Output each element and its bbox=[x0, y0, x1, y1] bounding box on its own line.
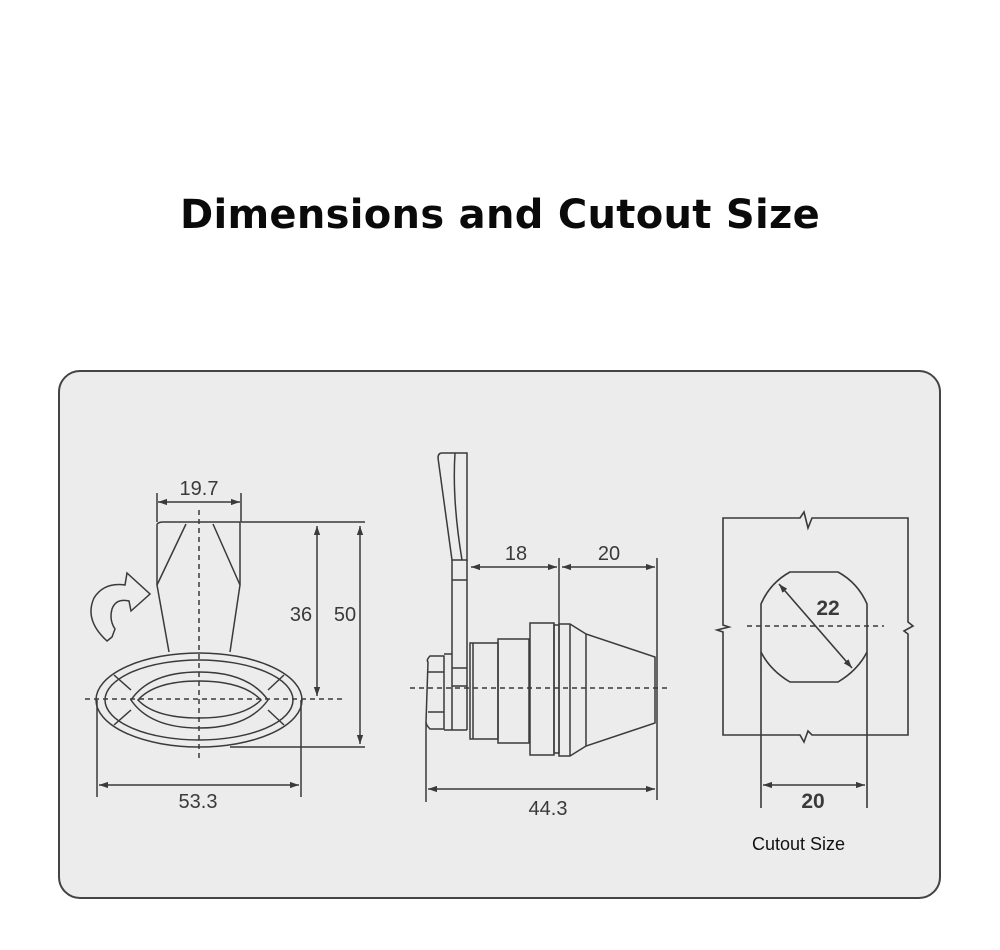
dim-total-length: 44.3 bbox=[529, 798, 568, 820]
dim-diameter: 22 bbox=[816, 597, 839, 620]
dim-handle-height: 36 bbox=[290, 604, 312, 626]
dim-front-length: 18 bbox=[505, 543, 527, 565]
dim-head-width: 19.7 bbox=[180, 478, 219, 500]
cutout-caption: Cutout Size bbox=[752, 834, 846, 854]
dim-rear-length: 20 bbox=[598, 543, 620, 565]
dim-total-width: 53.3 bbox=[179, 791, 218, 813]
cutout-view bbox=[714, 510, 915, 808]
dim-flat-width: 20 bbox=[801, 790, 824, 813]
dim-total-height: 50 bbox=[334, 604, 356, 626]
rotation-arrow-icon bbox=[90, 571, 152, 642]
front-view bbox=[85, 493, 365, 797]
side-view bbox=[410, 452, 670, 802]
page-title: Dimensions and Cutout Size bbox=[179, 192, 821, 238]
